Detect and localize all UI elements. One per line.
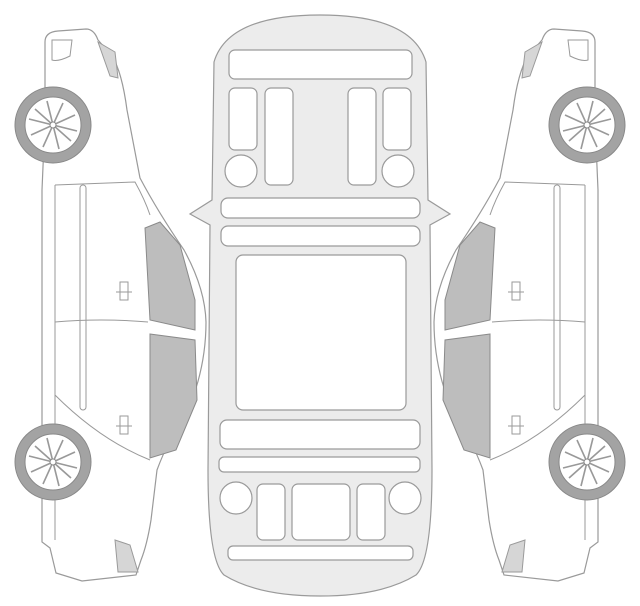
license-plate-area[interactable]	[291, 483, 351, 541]
left-side-view[interactable]	[14, 28, 207, 582]
front-bumper-panel[interactable]	[228, 49, 413, 80]
front-wheel-left[interactable]	[14, 86, 92, 164]
rear-window[interactable]	[219, 419, 421, 450]
hood-right[interactable]	[347, 87, 377, 186]
windshield-upper[interactable]	[220, 225, 421, 247]
right-front-fog[interactable]	[381, 154, 415, 188]
windshield-lower[interactable]	[220, 197, 421, 219]
rear-panel-left[interactable]	[256, 483, 286, 541]
front-wheel-right[interactable]	[548, 86, 626, 164]
left-taillight[interactable]	[219, 481, 253, 515]
rear-wheel-left[interactable]	[14, 423, 92, 501]
roof-panel[interactable]	[235, 254, 407, 411]
right-taillight[interactable]	[388, 481, 422, 515]
top-view[interactable]	[188, 14, 452, 597]
rear-panel-right[interactable]	[356, 483, 386, 541]
left-front-fog[interactable]	[224, 154, 258, 188]
rear-bumper-panel[interactable]	[227, 545, 414, 561]
left-headlight[interactable]	[228, 87, 258, 151]
rear-wheel-right[interactable]	[548, 423, 626, 501]
right-headlight[interactable]	[382, 87, 412, 151]
trunk-lid[interactable]	[218, 456, 421, 473]
hood-left[interactable]	[264, 87, 294, 186]
right-side-view[interactable]	[433, 28, 626, 582]
